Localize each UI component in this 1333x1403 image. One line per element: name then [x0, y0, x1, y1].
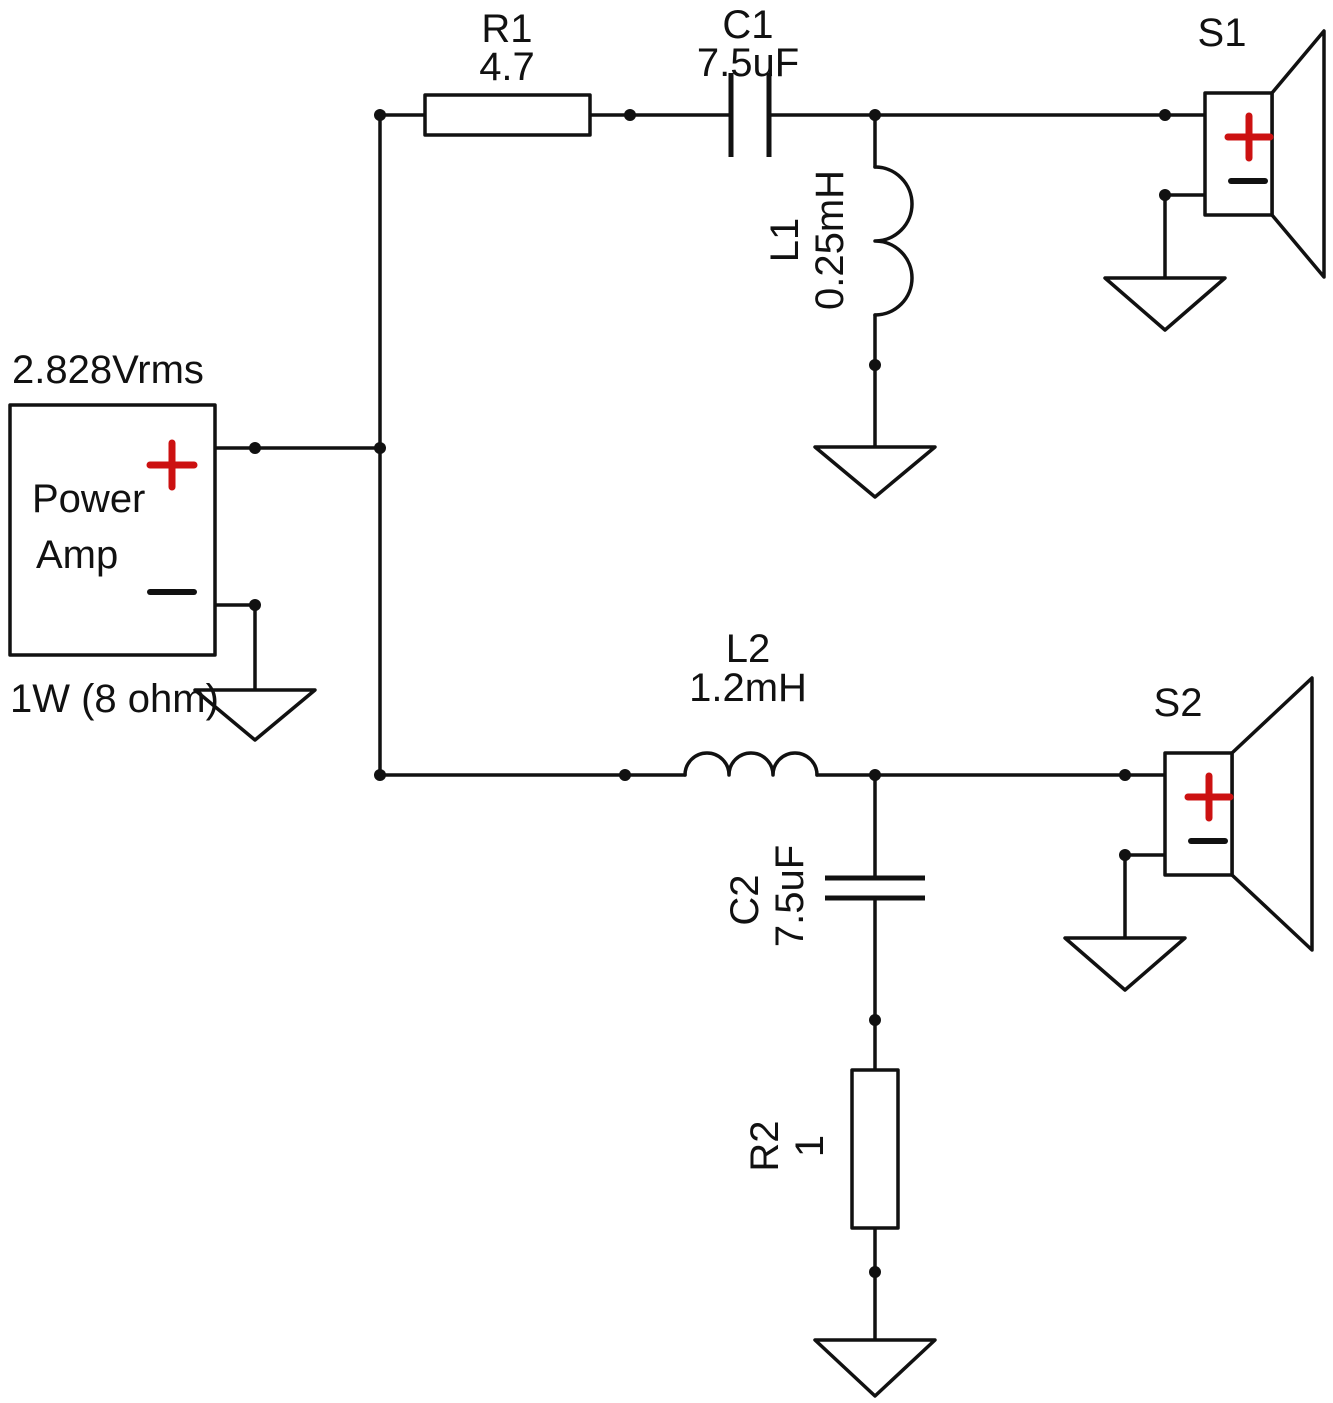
- resistor-r1-body: [423, 93, 592, 137]
- s1-body: [1203, 91, 1274, 217]
- s2-ref-label: S2: [1154, 681, 1203, 725]
- wire-s1-ground: [1163, 193, 1207, 280]
- resistor-r1: R1 4.7: [423, 7, 592, 137]
- l2-value-label: 1.2mH: [689, 666, 807, 710]
- junction-dot: [249, 442, 261, 454]
- capacitor-c1: C1 7.5uF: [697, 3, 799, 157]
- source-voltage-label: 2.828Vrms: [12, 348, 204, 392]
- resistor-r2-body: [850, 1068, 900, 1230]
- plus-polarity-icon: [146, 439, 198, 491]
- junction-dot: [249, 599, 261, 611]
- junction-dot: [374, 769, 386, 781]
- junction-dot: [374, 109, 386, 121]
- ground-symbols: [193, 276, 1227, 1398]
- l2-coil: [683, 751, 819, 777]
- r2-value-label: 1: [788, 1135, 832, 1157]
- r1-ref-label: R1: [481, 7, 532, 51]
- resistor-r2: R2 1: [743, 1068, 900, 1230]
- wire-amp-minus: [213, 603, 257, 692]
- c2-value-label: 7.5uF: [768, 845, 812, 947]
- s2-body: [1163, 751, 1234, 877]
- ground-icon-s1: [1103, 276, 1227, 332]
- junction-dot: [869, 769, 881, 781]
- junction-dot: [869, 109, 881, 121]
- junction-dot: [1159, 189, 1171, 201]
- r1-value-label: 4.7: [479, 45, 535, 89]
- s1-horn: [1270, 29, 1326, 279]
- ground-icon-s2: [1063, 936, 1187, 992]
- wires: [213, 113, 1207, 1342]
- junction-dot: [619, 769, 631, 781]
- inductor-l1: L1 0.25mH: [763, 165, 914, 317]
- junction-dot: [1159, 109, 1171, 121]
- capacitor-c2: C2 7.5uF: [723, 845, 925, 947]
- junction-dot: [624, 109, 636, 121]
- c1-value-label: 7.5uF: [697, 41, 799, 85]
- c1-ref-label: C1: [722, 3, 773, 47]
- junction-dots: [249, 109, 1171, 1278]
- speaker-s1: S1: [1198, 11, 1326, 279]
- c2-ref-label: C2: [723, 874, 767, 925]
- l1-ref-label: L1: [763, 218, 807, 263]
- s2-plus-polarity-icon: [1184, 772, 1234, 822]
- l2-ref-label: L2: [726, 627, 771, 671]
- power-amp-label-line1: Power: [32, 477, 145, 521]
- speaker-s2: S2: [1154, 676, 1314, 952]
- s1-plus-polarity-icon: [1224, 112, 1274, 162]
- junction-dot: [869, 1014, 881, 1026]
- wire-s2-ground: [1123, 853, 1167, 940]
- junction-dot: [374, 442, 386, 454]
- power-amp-label-line2: Amp: [36, 533, 118, 577]
- inductor-l2: L2 1.2mH: [683, 627, 819, 777]
- power-amp-body: [8, 403, 217, 657]
- r2-ref-label: R2: [743, 1120, 787, 1171]
- l1-coil: [873, 165, 914, 317]
- ground-icon-r2: [813, 1338, 937, 1398]
- source-power-label: 1W (8 ohm): [10, 677, 219, 721]
- junction-dot: [869, 359, 881, 371]
- ground-icon-amp: [193, 688, 317, 742]
- s2-horn: [1230, 676, 1314, 952]
- s1-ref-label: S1: [1198, 11, 1247, 55]
- junction-dot: [869, 1266, 881, 1278]
- ground-icon-l1: [813, 445, 937, 499]
- junction-dot: [1119, 849, 1131, 861]
- l1-value-label: 0.25mH: [808, 170, 852, 310]
- junction-dot: [1119, 769, 1131, 781]
- power-amp: Power Amp: [8, 403, 217, 657]
